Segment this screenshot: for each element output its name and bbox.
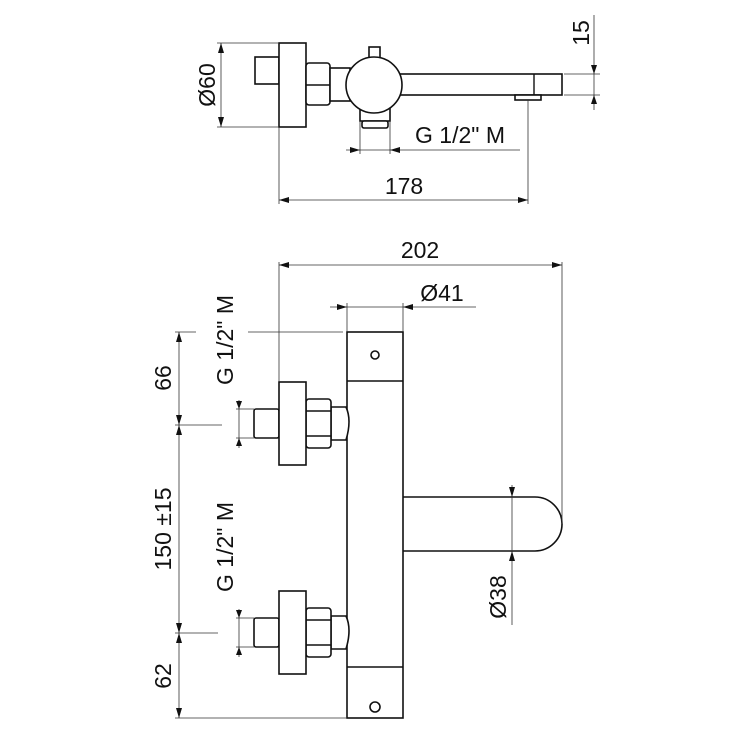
top-flange	[278, 42, 307, 128]
upper-inlet	[253, 381, 350, 466]
dim-depth-label: 178	[385, 173, 423, 199]
dim-inlet-spacing-label: 150 ±15	[150, 488, 176, 571]
lower-inlet	[253, 590, 350, 675]
lower-screw-hole	[369, 701, 381, 713]
top-nut	[305, 62, 331, 106]
top-spout	[397, 73, 563, 96]
dim-top-offset-label: 66	[150, 365, 176, 391]
top-body-circle	[345, 56, 403, 114]
front-spout	[401, 496, 563, 552]
dim-bottom-offset-label: 62	[150, 663, 176, 689]
dim-outlet-thread-label: G 1/2" M	[415, 122, 505, 148]
front-view: 202 Ø41 Ø38 G 1/2" M G 1/2" M	[150, 237, 563, 719]
dim-spout-height-label: 15	[568, 20, 594, 46]
top-view: Ø60 15 G 1/2" M 178	[194, 15, 600, 204]
dim-body-diameter-label: Ø41	[420, 280, 463, 306]
front-body	[346, 331, 404, 719]
dim-upper-inlet-thread-label: G 1/2" M	[212, 295, 238, 385]
top-inlet-stem	[254, 56, 280, 85]
upper-screw-hole	[370, 350, 380, 360]
top-outlet-thread	[361, 120, 389, 129]
dim-lower-inlet-thread-label: G 1/2" M	[212, 502, 238, 592]
dim-spout-diameter-label: Ø38	[485, 575, 511, 618]
top-aerator	[514, 94, 542, 101]
dim-flange-diameter-label: Ø60	[194, 63, 220, 106]
dim-width-label: 202	[401, 237, 439, 263]
